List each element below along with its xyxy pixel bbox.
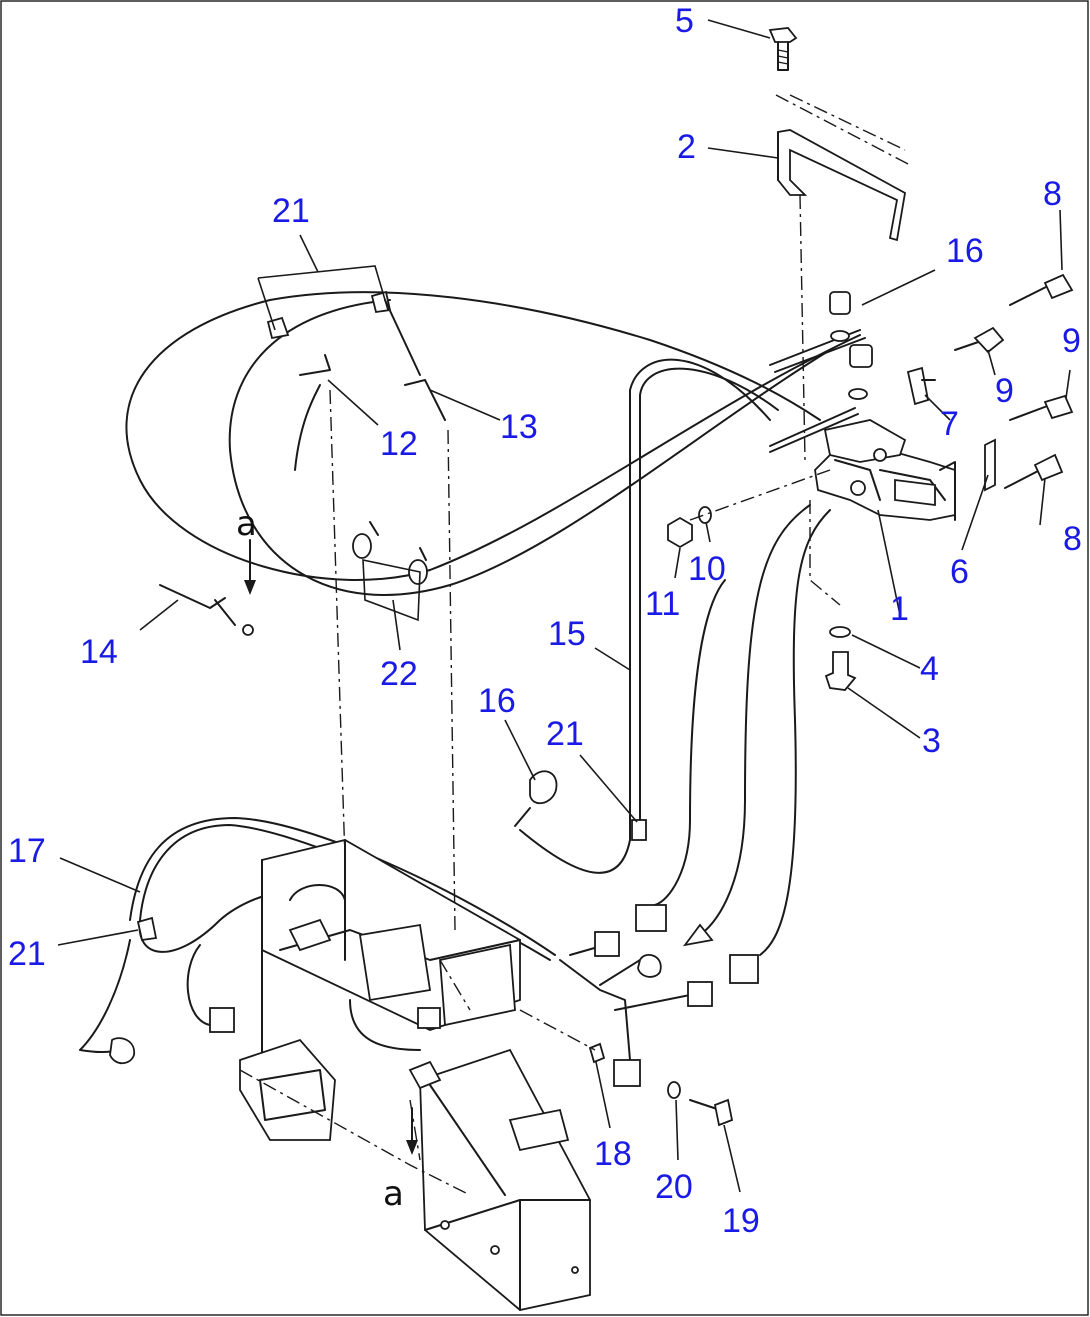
callout-17: 17 bbox=[8, 832, 46, 870]
callout-labels: 5 2 8 16 21 9 9 7 12 13 8 10 6 1 11 15 1… bbox=[8, 2, 1082, 1240]
callout-2: 2 bbox=[677, 128, 696, 166]
callout-1: 1 bbox=[890, 590, 909, 628]
cable-routes bbox=[514, 358, 831, 984]
callout-6: 6 bbox=[950, 553, 969, 591]
callout-16-bottom: 16 bbox=[478, 682, 516, 720]
marker-arrows bbox=[244, 539, 418, 1155]
callout-14: 14 bbox=[80, 633, 118, 671]
callout-21-bottom: 21 bbox=[8, 935, 46, 973]
callout-9-left: 9 bbox=[995, 372, 1014, 410]
callout-10: 10 bbox=[688, 550, 726, 588]
bracket-assembly bbox=[768, 27, 911, 461]
callout-13: 13 bbox=[500, 408, 538, 446]
callout-15: 15 bbox=[548, 615, 586, 653]
callout-8-top: 8 bbox=[1043, 175, 1062, 213]
marker-a-bottom: a bbox=[383, 1174, 404, 1214]
callout-22: 22 bbox=[380, 655, 418, 693]
callout-11: 11 bbox=[645, 585, 680, 623]
callout-leaders bbox=[57, 19, 1071, 1193]
cable-loop bbox=[125, 265, 861, 636]
callout-7: 7 bbox=[940, 405, 959, 443]
control-unit bbox=[667, 273, 1074, 691]
callout-21-top: 21 bbox=[272, 192, 310, 230]
callout-4: 4 bbox=[920, 650, 939, 688]
callout-12: 12 bbox=[380, 425, 418, 463]
marker-a-top: a bbox=[236, 504, 257, 544]
callout-8-bottom: 8 bbox=[1063, 520, 1082, 558]
callout-21-middle: 21 bbox=[546, 715, 584, 753]
callout-18: 18 bbox=[594, 1135, 632, 1173]
lower-harness bbox=[79, 817, 734, 1127]
callout-20: 20 bbox=[655, 1168, 693, 1206]
callout-3: 3 bbox=[922, 722, 941, 760]
callout-5: 5 bbox=[675, 2, 694, 40]
callout-19: 19 bbox=[722, 1202, 760, 1240]
callout-9-right: 9 bbox=[1062, 322, 1081, 360]
callout-16-top: 16 bbox=[946, 232, 984, 270]
housing-block bbox=[239, 389, 591, 1311]
